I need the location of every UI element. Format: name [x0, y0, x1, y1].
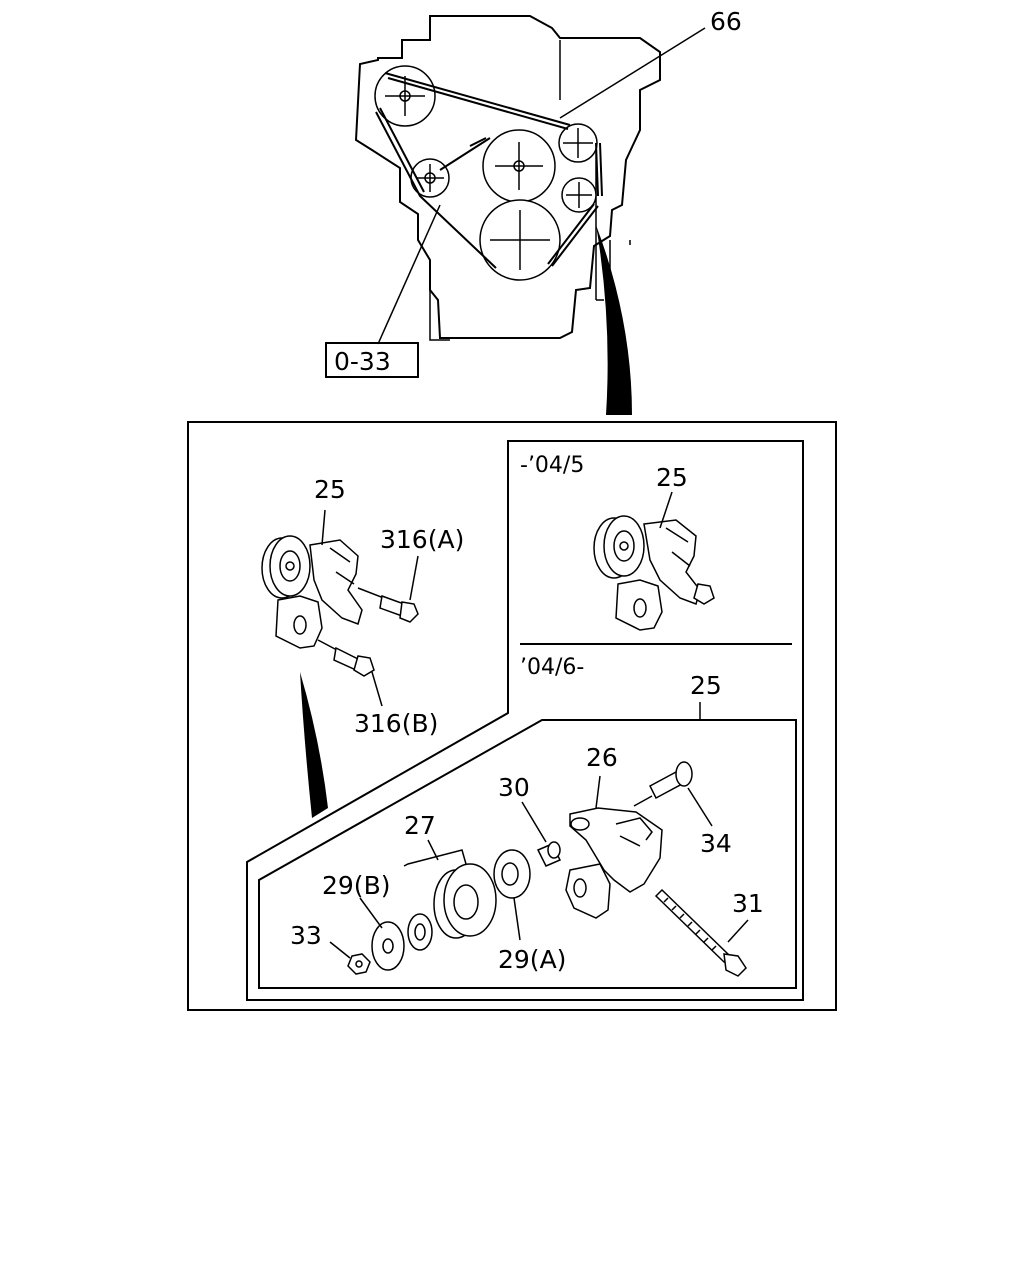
label-25-late: 25: [690, 671, 722, 700]
washer-plate: [371, 921, 405, 971]
late-variant-date: ’04/6-: [520, 655, 584, 680]
leader-31: [727, 919, 749, 943]
label-25-early: 25: [656, 463, 688, 492]
lower-right-pulley: [561, 177, 597, 213]
crank-pulley-top-left: [374, 65, 436, 127]
leader-34: [687, 787, 713, 827]
label-29a: 29(A): [498, 945, 566, 974]
collar-30: [536, 841, 562, 867]
leader-25-left: [321, 509, 326, 546]
belt-leader-line: [559, 27, 706, 119]
late-variant-wedge: [300, 672, 328, 818]
leader-316a: [409, 555, 419, 601]
label-316b: 316(B): [354, 709, 438, 738]
leader-29a: [513, 897, 521, 941]
lower-crank-pulley: [479, 199, 561, 281]
label-29b: 29(B): [322, 871, 390, 900]
early-variant-date: -’04/5: [520, 453, 584, 478]
label-27: 27: [404, 811, 436, 840]
variant-frame: [246, 440, 804, 1001]
drive-belt: [375, 72, 603, 269]
bolt-34: [633, 761, 693, 807]
tensioner-assembly-early: [593, 515, 715, 631]
pulley-27: [433, 863, 497, 939]
label-316a: 316(A): [380, 525, 464, 554]
upper-right-pulley: [558, 123, 598, 163]
nut-33: [347, 953, 371, 975]
bearing-29b: [407, 913, 433, 951]
bearing-29a: [493, 849, 531, 899]
reference-box-label: 0-33: [334, 347, 391, 376]
label-30: 30: [498, 773, 530, 802]
label-26: 26: [586, 743, 618, 772]
label-34: 34: [700, 829, 732, 858]
tensioner-bracket: [565, 807, 663, 919]
label-31: 31: [732, 889, 764, 918]
late-variant-frame: [258, 719, 797, 989]
leader-25-early: [659, 491, 673, 529]
leader-33: [329, 941, 351, 959]
leader-316b: [371, 671, 383, 707]
long-bolt-31: [654, 888, 747, 977]
label-25-left: 25: [314, 475, 346, 504]
detail-callout-wedge: [596, 225, 632, 415]
label-33: 33: [290, 921, 322, 950]
reference-leader-line: [377, 204, 441, 345]
belt-part-number: 66: [710, 7, 742, 36]
center-pulley: [482, 129, 556, 203]
leader-29b: [359, 897, 383, 929]
leader-26: [595, 775, 601, 809]
idler-pulley-small: [410, 158, 450, 198]
bracket-27: [403, 849, 467, 867]
leader-27: [427, 839, 439, 861]
engine-front-view: [354, 15, 706, 415]
leader-30: [521, 801, 547, 843]
detail-frame: [187, 421, 837, 1011]
tensioner-assembly-left: [261, 535, 419, 677]
reference-box: [325, 342, 419, 378]
